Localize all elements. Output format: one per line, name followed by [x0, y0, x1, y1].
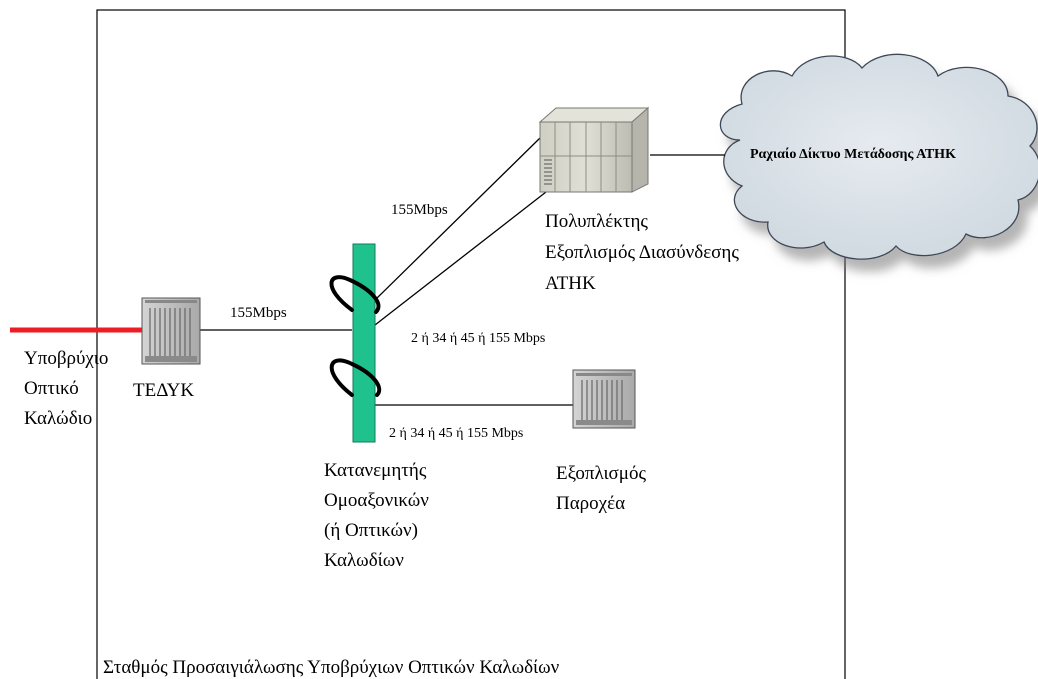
multiplexer-rack-icon — [538, 106, 650, 193]
submarine-cable-label-line2: Οπτικό — [24, 378, 79, 399]
link-label-distributor-multiplexer: 155Mbps — [391, 202, 448, 218]
link-label-tedyk-distributor: 155Mbps — [230, 305, 287, 321]
distributor-label-line2: Ομοαξονικών — [324, 490, 429, 511]
submarine-cable-label-line1: Υποβρύχιο — [24, 348, 109, 369]
link-distributor-multiplexer-upper — [374, 137, 541, 301]
tedyk-equipment-icon — [141, 297, 201, 365]
link-label-distributor-provider: 2 ή 34 ή 45 ή 155 Mbps — [389, 426, 524, 441]
network-cloud — [719, 53, 1038, 260]
cable-loops — [329, 275, 382, 397]
distributor-label-line1: Κατανεμητής — [324, 460, 427, 481]
tedyk-label: ΤΕΔΥΚ — [133, 380, 195, 401]
distributor-label-line4: Καλωδίων — [324, 550, 404, 571]
link-label-distributor-multiplexer-alt: 2 ή 34 ή 45 ή 155 Mbps — [411, 331, 546, 346]
multiplexer-label-line3: ΑΤΗΚ — [545, 273, 596, 294]
multiplexer-label-line1: Πολυπλέκτης — [545, 211, 648, 232]
provider-equipment-label-line1: Εξοπλισμός — [556, 463, 647, 484]
station-boundary — [96, 9, 846, 679]
network-cloud-label: Ραχιαίο Δίκτυο Μετάδοσης ΑΤΗΚ — [750, 147, 956, 162]
submarine-cable-label-line3: Καλώδιο — [24, 408, 93, 429]
station-title: Σταθμός Προσαιγιάλωσης Υποβρύχιων Οπτικώ… — [103, 657, 560, 678]
provider-equipment-icon — [572, 369, 636, 429]
provider-equipment-label-line2: Παροχέα — [556, 493, 626, 514]
connection-lines — [200, 137, 725, 406]
multiplexer-label-line2: Εξοπλισμός Διασύνδεσης — [545, 242, 739, 263]
link-distributor-multiplexer-lower — [374, 184, 556, 326]
distributor-label-line3: (ή Οπτικών) — [324, 520, 418, 541]
distributor-bar — [352, 243, 376, 443]
